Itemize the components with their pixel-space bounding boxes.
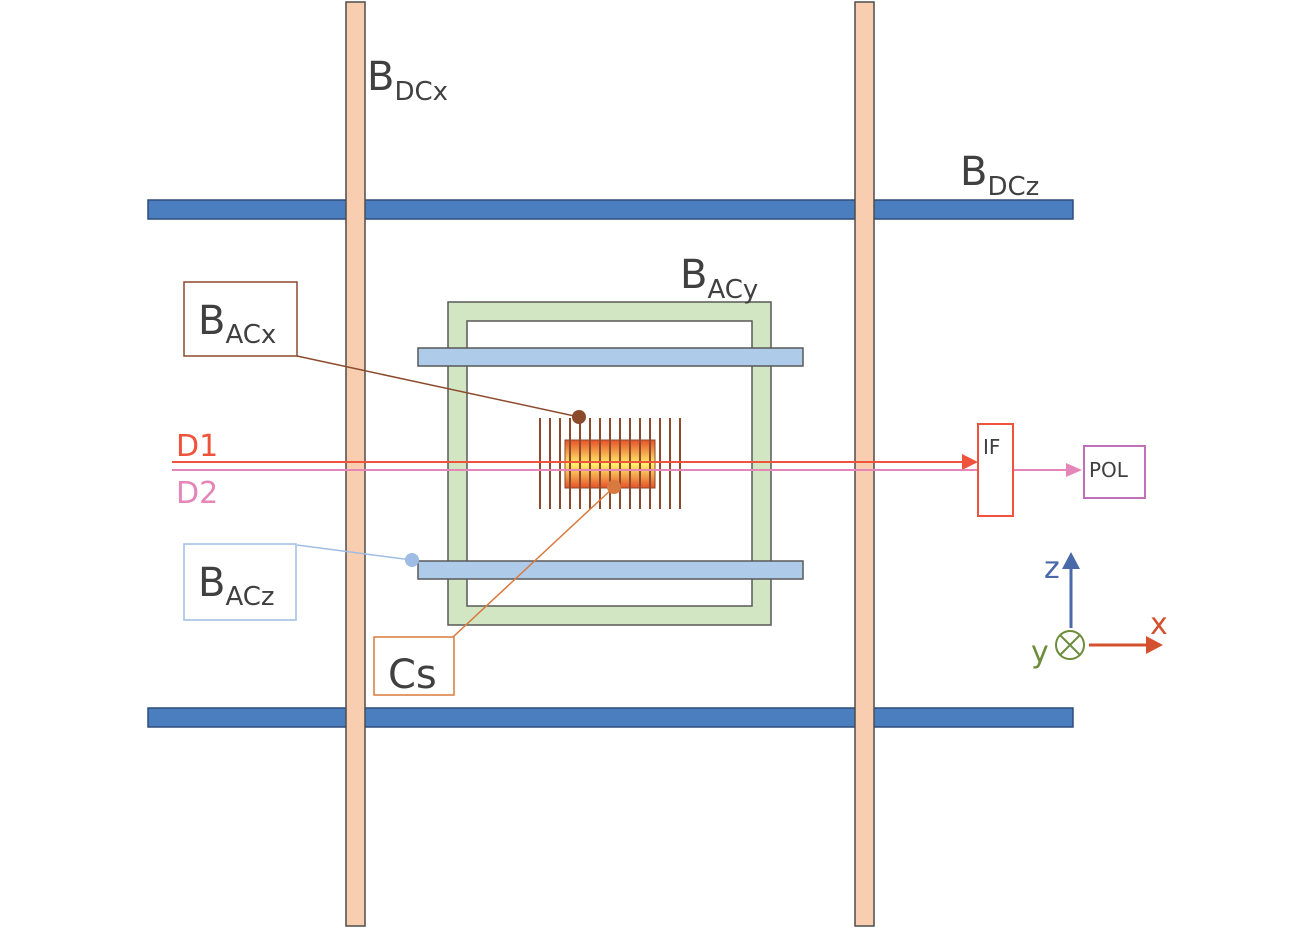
bdcz-label-main: B (960, 149, 987, 195)
bdcx-label-sub: DCx (394, 77, 448, 107)
bacz-coil-top (417, 347, 804, 367)
cs-label: Cs (388, 652, 437, 698)
bacz-label-sub: ACz (225, 582, 274, 612)
polarizer-box (1083, 445, 1146, 499)
bacz-callout-line (296, 544, 413, 561)
bacz-callout-dot (405, 553, 419, 567)
if-label: IF (983, 435, 1000, 459)
interference-filter-box (977, 423, 1014, 517)
bdcx-coil-left (345, 1, 366, 927)
cs-callout-line (452, 486, 615, 638)
bacx-label-box (183, 281, 298, 357)
y-axis-into-page-symbol (1055, 630, 1085, 660)
bacx-winding (539, 418, 681, 509)
d1-label: D1 (176, 429, 218, 464)
d2-label: D2 (176, 476, 218, 511)
bdcz-coil-bottom (147, 707, 1074, 728)
bacx-callout-line (296, 355, 580, 418)
x-axis-label: x (1150, 607, 1168, 642)
bdcz-label-sub: DCz (987, 172, 1039, 202)
bdcx-label-main: B (367, 54, 394, 100)
bacz-label-box (183, 543, 297, 621)
y-axis-cross-b (1059, 634, 1081, 656)
bacx-label-sub: ACx (225, 320, 276, 350)
cs-label-box (373, 636, 455, 696)
bacx-callout-dot (572, 410, 586, 424)
bacy-label: BACy (680, 252, 758, 305)
bdcx-coil-right (854, 1, 875, 927)
cs-callout-dot (607, 480, 621, 494)
bacx-label-main: B (198, 298, 225, 344)
bacy-coil (447, 301, 772, 626)
z-axis-arrowhead (1062, 552, 1080, 569)
pol-label: POL (1089, 458, 1129, 482)
beam-d2-arrowhead (1066, 463, 1082, 477)
beam-d1-arrowhead (962, 454, 978, 470)
bacy-label-sub: ACy (707, 275, 758, 305)
y-axis-label: y (1031, 635, 1049, 670)
x-axis-arrowhead (1146, 636, 1163, 654)
bacz-coil-bottom (417, 560, 804, 580)
bdcz-label: BDCz (960, 149, 1039, 202)
z-axis-label: z (1044, 551, 1060, 586)
bacx-label: BACx (198, 298, 276, 350)
bacz-label: BACz (198, 560, 275, 612)
bdcx-label: BDCx (367, 54, 448, 107)
bdcz-coil-top (147, 199, 1074, 220)
bacz-label-main: B (198, 560, 225, 606)
bacy-label-main: B (680, 252, 707, 298)
